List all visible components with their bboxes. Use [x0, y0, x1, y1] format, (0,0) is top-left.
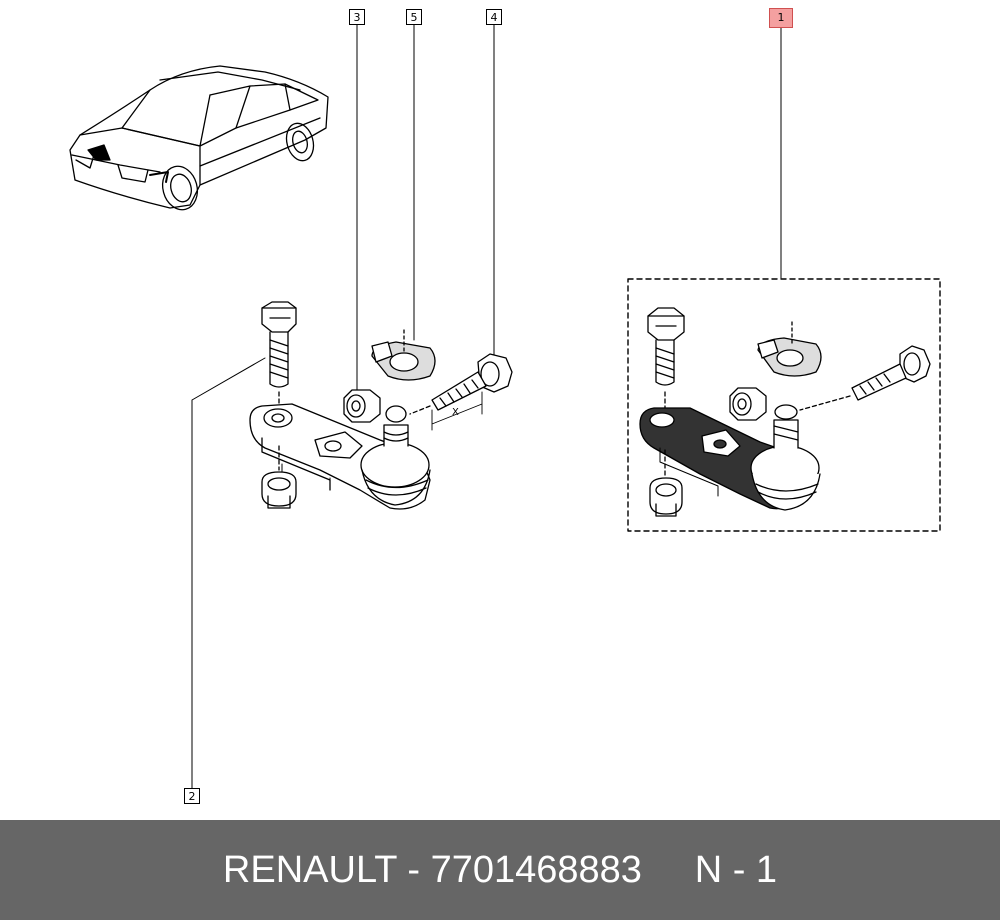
callout-5[interactable]: 5 — [406, 9, 422, 25]
parts-diagram: X — [69, 23, 941, 789]
callout-3[interactable]: 3 — [349, 9, 365, 25]
callout-4[interactable]: 4 — [486, 9, 502, 25]
dimension-x-label: X — [452, 407, 459, 418]
left-assembly — [249, 301, 513, 510]
leader-lines — [191, 23, 782, 789]
footer-bar: RENAULT - 7701468883 N - 1 — [0, 820, 1000, 920]
callout-1[interactable]: 1 — [769, 8, 793, 28]
car-illustration — [69, 65, 329, 211]
callout-2[interactable]: 2 — [184, 788, 200, 804]
footer-part-number: 7701468883 — [430, 849, 642, 891]
kit-dashed-box — [627, 278, 941, 532]
footer-ref: N - 1 — [694, 849, 778, 891]
right-assembly — [639, 307, 931, 517]
footer-brand: RENAULT — [222, 849, 397, 891]
